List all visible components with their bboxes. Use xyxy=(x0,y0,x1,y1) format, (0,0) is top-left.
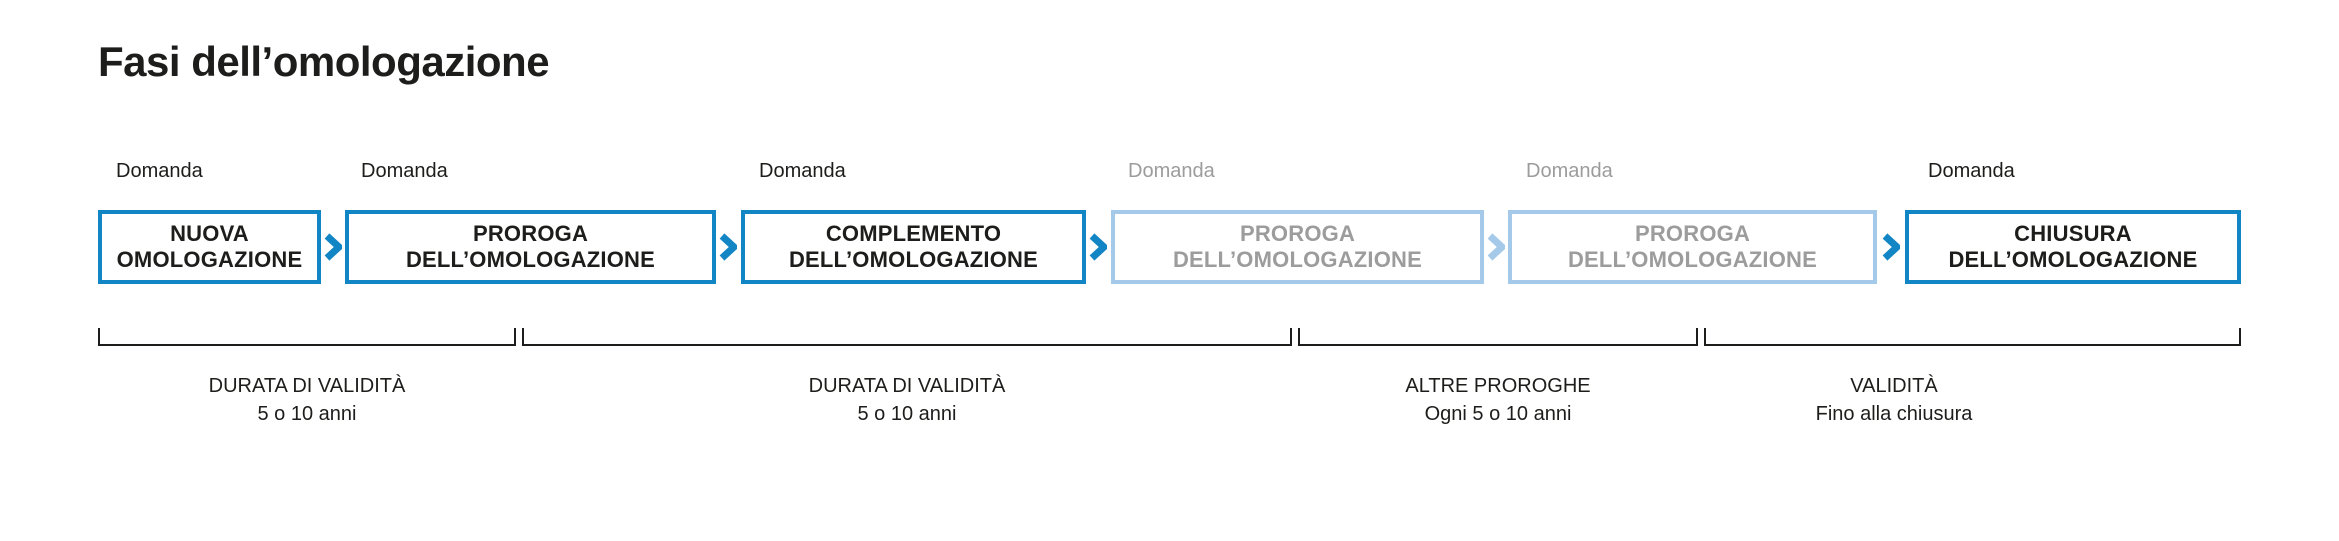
step-proroga-omologazione-3: PROROGA DELL’OMOLOGAZIONE xyxy=(1508,210,1877,284)
span-subtitle: 5 o 10 anni xyxy=(857,403,957,426)
span-label-validita: VALIDITÀ Fino alla chiusura xyxy=(1704,372,2084,429)
step-complemento-omologazione: COMPLEMENTO DELL’OMOLOGAZIONE xyxy=(741,210,1086,284)
span-label-durata-validita-1: DURATA DI VALIDITÀ 5 o 10 anni xyxy=(98,372,516,429)
timeline-bracket-4 xyxy=(1704,328,2241,346)
step-proroga-omologazione-2: PROROGA DELL’OMOLOGAZIONE xyxy=(1111,210,1484,284)
chevron-right-icon-5 xyxy=(1882,233,1903,261)
span-title: VALIDITÀ xyxy=(1850,375,1938,397)
domanda-label-6: Domanda xyxy=(1928,160,2015,182)
chevron-right-icon-1 xyxy=(324,233,345,261)
span-label-durata-validita-2: DURATA DI VALIDITÀ 5 o 10 anni xyxy=(522,372,1292,429)
span-subtitle: Ogni 5 o 10 anni xyxy=(1424,403,1572,426)
span-title: DURATA DI VALIDITÀ xyxy=(808,375,1006,397)
chevron-right-icon-2 xyxy=(719,233,740,261)
domanda-label-1: Domanda xyxy=(116,160,203,182)
timeline-bracket-2 xyxy=(522,328,1292,346)
domanda-label-2: Domanda xyxy=(361,160,448,182)
timeline-bracket-1 xyxy=(98,328,516,346)
step-chiusura-omologazione: CHIUSURA DELL’OMOLOGAZIONE xyxy=(1905,210,2241,284)
domanda-label-4: Domanda xyxy=(1128,160,1215,182)
span-title: ALTRE PROROGHE xyxy=(1405,375,1591,397)
timeline-bracket-3 xyxy=(1298,328,1698,346)
chevron-right-icon-4 xyxy=(1487,233,1508,261)
page-title: Fasi dell’omologazione xyxy=(98,38,550,85)
step-nuova-omologazione: NUOVA OMOLOGAZIONE xyxy=(98,210,321,284)
span-title: DURATA DI VALIDITÀ xyxy=(208,375,406,397)
span-subtitle: 5 o 10 anni xyxy=(257,403,357,426)
chevron-right-icon-3 xyxy=(1089,233,1110,261)
domanda-label-5: Domanda xyxy=(1526,160,1613,182)
step-proroga-omologazione-1: PROROGA DELL’OMOLOGAZIONE xyxy=(345,210,716,284)
domanda-label-3: Domanda xyxy=(759,160,846,182)
span-label-altre-proroghe: ALTRE PROROGHE Ogni 5 o 10 anni xyxy=(1298,372,1698,429)
span-subtitle: Fino alla chiusura xyxy=(1815,403,1973,426)
